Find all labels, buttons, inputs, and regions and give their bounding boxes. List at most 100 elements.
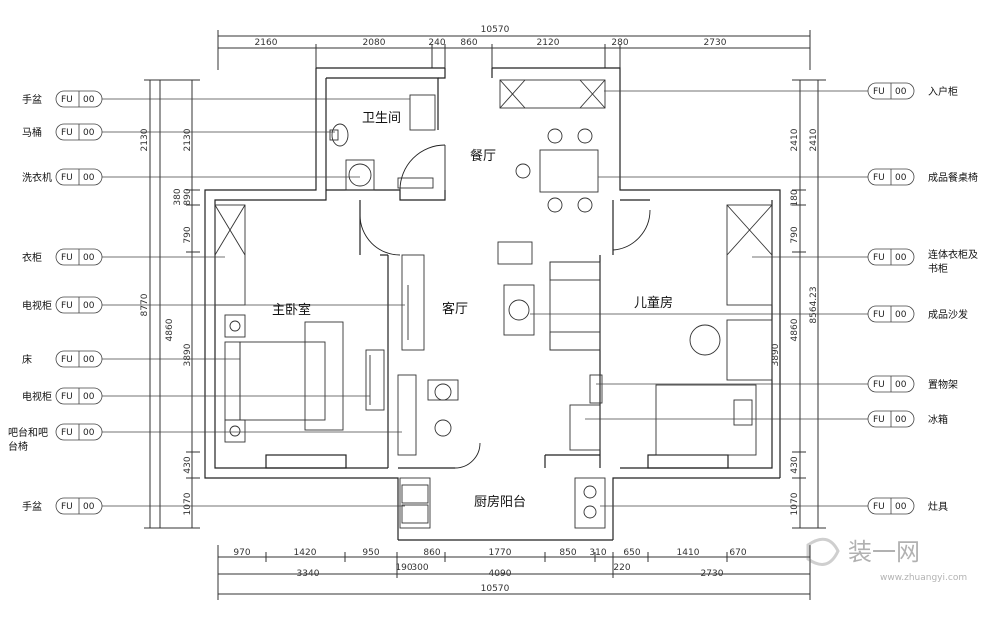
dim-right-inner: 180 [790, 189, 800, 206]
room-label-master-bedroom: 主卧室 [272, 302, 311, 318]
tag-num: 00 [83, 173, 95, 183]
tag-code: FU [873, 87, 885, 97]
dim-top-seg: 2080 [363, 38, 386, 48]
label-right-entry-cabinet: 入户柜 [928, 85, 958, 98]
dim-bottom-seg: 1770 [489, 548, 512, 558]
dim-top-seg: 280 [611, 38, 628, 48]
dim-bottom-row2: 3340 [297, 569, 320, 579]
tag-num: 00 [83, 392, 95, 402]
tag-code: FU [873, 253, 885, 263]
dim-bottom-seg: 850 [559, 548, 576, 558]
dim-top-seg: 2160 [255, 38, 278, 48]
watermark-logo-icon [806, 537, 840, 566]
dim-top-seg: 240 [428, 38, 445, 48]
dim-top-seg: 2730 [704, 38, 727, 48]
dim-bottom-row2: 4090 [489, 569, 512, 579]
tag-code: FU [61, 502, 73, 512]
dim-bottom-row2: 190 [395, 563, 412, 573]
tag-num: 00 [895, 253, 907, 263]
dim-top-seg: 860 [460, 38, 477, 48]
dim-right-inner: 3890 [771, 343, 781, 366]
label-right-fridge: 冰箱 [928, 413, 948, 426]
label-left-sink-2: 手盆 [22, 500, 42, 513]
tag-code: FU [61, 301, 73, 311]
label-left-tv-cabinet: 电视柜 [22, 299, 52, 312]
label-left-toilet: 马桶 [22, 126, 42, 139]
label-right-bookcase: 书柜 [928, 262, 948, 275]
label-right-sofa: 成品沙发 [928, 308, 968, 321]
dim-top-seg: 2120 [537, 38, 560, 48]
dim-right-outer: 2410 [809, 128, 819, 151]
tag-num: 00 [895, 502, 907, 512]
tag-box: FU 00 [55, 350, 103, 368]
dim-right-inner: 1070 [790, 492, 800, 515]
room-label-kitchen-balcony: 厨房阳台 [474, 494, 526, 510]
dim-bottom-row2: 2730 [701, 569, 724, 579]
tag-num: 00 [83, 355, 95, 365]
tag-num: 00 [895, 173, 907, 183]
tag-num: 00 [83, 128, 95, 138]
tag-num: 00 [83, 95, 95, 105]
tag-box: FU 00 [867, 305, 915, 323]
dim-bottom-seg: 310 [589, 548, 606, 558]
tag-code: FU [873, 380, 885, 390]
dim-left-inner: 4860 [165, 318, 175, 341]
tag-box: FU 00 [867, 248, 915, 266]
dim-left-inner: 890 [183, 188, 193, 205]
tag-code: FU [61, 128, 73, 138]
dim-right-inner: 4860 [790, 318, 800, 341]
label-left-tv-cabinet-2: 电视柜 [22, 390, 52, 403]
tag-box: FU 00 [867, 497, 915, 515]
label-left-wardrobe: 衣柜 [22, 251, 42, 264]
tag-code: FU [61, 95, 73, 105]
tag-code: FU [61, 428, 73, 438]
tag-code: FU [873, 415, 885, 425]
tag-num: 00 [895, 310, 907, 320]
tag-num: 00 [895, 87, 907, 97]
dim-bottom-seg: 1410 [677, 548, 700, 558]
dim-bottom-seg: 650 [623, 548, 640, 558]
dim-left-inner: 430 [183, 456, 193, 473]
tag-code: FU [873, 502, 885, 512]
dim-left-inner: 2130 [183, 128, 193, 151]
tag-code: FU [61, 392, 73, 402]
tag-box: FU 00 [55, 387, 103, 405]
dim-bottom-row2: 300 [411, 563, 428, 573]
watermark: 装一网 www.zhuangyi.com [806, 537, 967, 583]
label-right-shelf: 置物架 [928, 378, 958, 391]
tag-code: FU [61, 253, 73, 263]
label-right-stove: 灶具 [928, 500, 948, 513]
dim-bottom-seg: 670 [729, 548, 746, 558]
label-left-bed: 床 [22, 353, 32, 366]
room-label-bathroom: 卫生间 [362, 111, 401, 126]
tag-box: FU 00 [55, 90, 103, 108]
dim-top-total: 10570 [481, 25, 510, 35]
tag-code: FU [873, 310, 885, 320]
dim-bottom-seg: 860 [423, 548, 440, 558]
dim-right-inner: 2410 [790, 128, 800, 151]
tag-box: FU 00 [867, 82, 915, 100]
label-left-washer: 洗衣机 [22, 171, 52, 184]
watermark-brand: 装一网 [848, 538, 920, 566]
tag-box: FU 00 [55, 248, 103, 266]
dim-right-outer: 8564.23 [809, 286, 819, 323]
tag-code: FU [873, 173, 885, 183]
tag-code: FU [61, 355, 73, 365]
room-label-kids-room: 儿童房 [634, 295, 673, 311]
dim-bottom-seg: 970 [233, 548, 250, 558]
label-left-bar-chairs: 台椅 [8, 440, 28, 453]
tag-num: 00 [83, 253, 95, 263]
label-left-sink: 手盆 [22, 93, 42, 106]
tag-box: FU 00 [55, 123, 103, 141]
room-label-dining: 餐厅 [470, 148, 496, 164]
watermark-url: www.zhuangyi.com [880, 573, 967, 583]
dim-left-outer: 8770 [140, 293, 150, 316]
dim-left-outer: 2130 [140, 128, 150, 151]
dim-right-inner: 790 [790, 226, 800, 243]
